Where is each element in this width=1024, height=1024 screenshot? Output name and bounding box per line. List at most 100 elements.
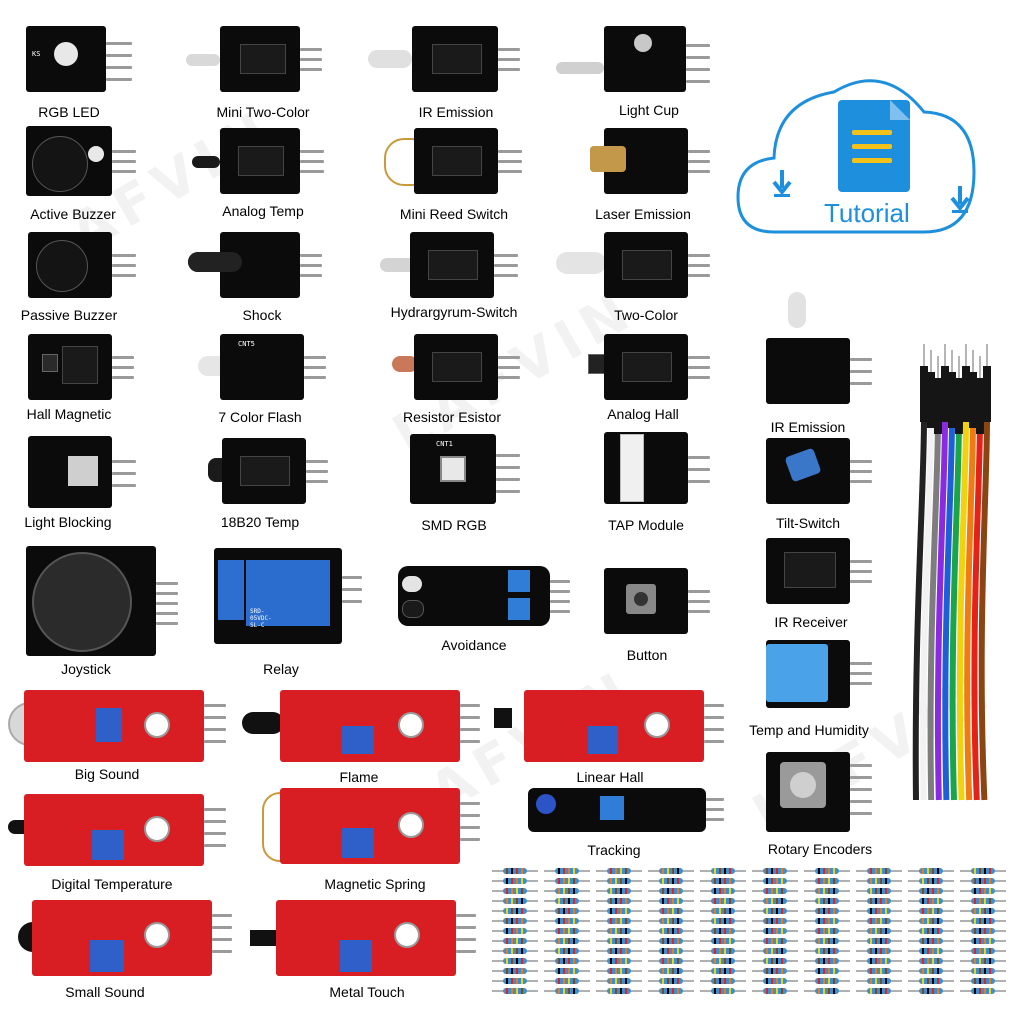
resistor <box>648 958 694 964</box>
jumper-wire <box>949 419 962 801</box>
wire-connector <box>976 378 984 434</box>
jumper-wires <box>912 344 991 801</box>
resistor <box>752 928 798 934</box>
resistor <box>648 878 694 884</box>
resistor <box>700 978 746 984</box>
label-light-cup: Light Cup <box>619 102 679 118</box>
resistor <box>492 958 538 964</box>
resistor <box>544 868 590 874</box>
resistor <box>700 948 746 954</box>
wire-pin <box>965 344 967 366</box>
resistor <box>856 908 902 914</box>
wire-pin <box>972 350 974 372</box>
resistor <box>752 938 798 944</box>
resistor <box>544 948 590 954</box>
resistor <box>544 928 590 934</box>
resistor <box>492 888 538 894</box>
resistor <box>856 878 902 884</box>
label-hall-magnetic: Hall Magnetic <box>26 406 112 422</box>
resistor <box>908 988 954 994</box>
resistor <box>648 918 694 924</box>
resistor <box>752 878 798 884</box>
resistor <box>544 898 590 904</box>
label-metal-touch: Metal Touch <box>329 984 405 1000</box>
resistor <box>908 898 954 904</box>
resistor <box>856 868 902 874</box>
resistor <box>544 958 590 964</box>
resistor <box>856 978 902 984</box>
wire-pin <box>986 344 988 366</box>
resistor <box>804 978 850 984</box>
tutorial-label: Tutorial <box>824 198 910 228</box>
resistor <box>960 918 1006 924</box>
resistor <box>596 978 642 984</box>
resistor <box>856 958 902 964</box>
resistor <box>700 958 746 964</box>
resistor <box>648 908 694 914</box>
wire-connector <box>983 366 991 422</box>
label-linear-hall: Linear Hall <box>576 769 644 785</box>
resistor <box>908 928 954 934</box>
label-magnetic-spring: Magnetic Spring <box>324 876 426 892</box>
resistor <box>596 888 642 894</box>
resistor <box>596 968 642 974</box>
resistor <box>908 968 954 974</box>
resistor <box>492 978 538 984</box>
resistor <box>908 948 954 954</box>
resistor <box>804 908 850 914</box>
resistor <box>752 968 798 974</box>
resistor <box>960 948 1006 954</box>
resistor <box>648 978 694 984</box>
wire-connector <box>920 366 928 422</box>
resistor <box>700 878 746 884</box>
resistor <box>492 928 538 934</box>
label-relay: Relay <box>263 661 299 677</box>
resistor <box>700 988 746 994</box>
wire-connector <box>927 372 935 428</box>
jumper-wire <box>964 419 976 801</box>
resistor <box>856 988 902 994</box>
resistor-grid <box>492 868 1008 1000</box>
label-analog-temp: Analog Temp <box>222 203 304 219</box>
jumper-wire <box>956 419 969 801</box>
label-active-buzzer: Active Buzzer <box>30 206 116 222</box>
resistor <box>856 948 902 954</box>
resistor <box>804 878 850 884</box>
resistor <box>804 988 850 994</box>
wire-pin <box>979 356 981 378</box>
resistor <box>648 898 694 904</box>
tutorial-cloud[interactable]: Tutorial <box>734 62 980 242</box>
resistor <box>544 978 590 984</box>
resistor <box>544 888 590 894</box>
resistor <box>752 908 798 914</box>
resistor <box>596 878 642 884</box>
resistor <box>596 938 642 944</box>
label-analog-hall: Analog Hall <box>607 406 679 422</box>
resistor <box>804 888 850 894</box>
resistor <box>752 958 798 964</box>
resistor <box>544 968 590 974</box>
label-ir-emission-2: IR Emission <box>770 419 846 435</box>
resistor <box>804 968 850 974</box>
label-digital-temperature: Digital Temperature <box>51 876 173 892</box>
jumper-wire <box>942 419 955 801</box>
resistor <box>596 988 642 994</box>
resistor <box>596 958 642 964</box>
resistor <box>544 878 590 884</box>
wire-connector <box>934 378 942 434</box>
label-resistor-esistor: Resistor Esistor <box>402 409 502 425</box>
cloud-icon <box>736 79 976 234</box>
resistor <box>492 868 538 874</box>
label-joystick: Joystick <box>61 661 111 677</box>
resistor <box>804 948 850 954</box>
wire-connector <box>969 372 977 428</box>
resistor <box>856 888 902 894</box>
label-flame: Flame <box>339 769 379 785</box>
resistor <box>960 908 1006 914</box>
wire-connector <box>941 366 949 422</box>
jumper-wire <box>912 419 927 801</box>
resistor <box>700 938 746 944</box>
resistor <box>752 988 798 994</box>
resistor <box>596 908 642 914</box>
resistor <box>544 918 590 924</box>
